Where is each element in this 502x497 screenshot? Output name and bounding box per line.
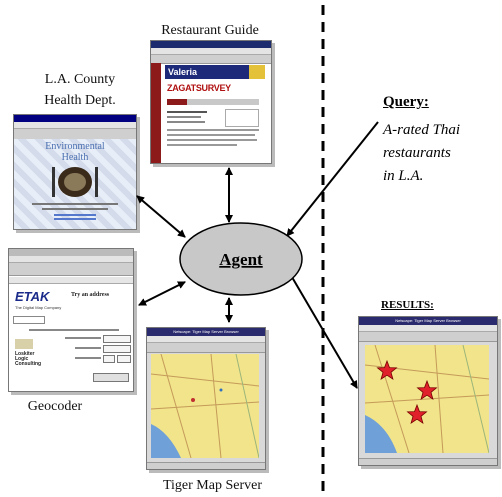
health-dept-label: L.A. County Health Dept.	[20, 71, 140, 110]
zagat-logo: ZAGATSURVEY	[167, 83, 231, 93]
etak-logo: ETAK	[15, 289, 50, 304]
result-star-3[interactable]	[406, 403, 428, 425]
health-heading-line2: Health	[61, 152, 89, 163]
tiger-map-view[interactable]	[151, 354, 259, 458]
result-star-2[interactable]	[416, 379, 438, 401]
arrow-agent-results	[288, 271, 358, 389]
query-title: Query:	[383, 94, 429, 110]
arrow-query-agent	[286, 121, 379, 237]
restaurant-guide-screenshot: Valeria ZAGATSURVEY	[150, 40, 272, 164]
etak-tagline: The Digital Map Company	[15, 305, 62, 310]
health-heading: Environmental Health	[14, 141, 136, 163]
tiger-map-server-label: Tiger Map Server	[162, 478, 263, 493]
back-button[interactable]	[13, 316, 45, 324]
health-heading-line1: Environmental	[45, 141, 105, 152]
results-screenshot: Netscape: Tiger Map Server Browser	[358, 316, 498, 466]
tiger-window-title: Netscape: Tiger Map Server Browser	[147, 328, 265, 336]
results-map-view[interactable]	[365, 345, 489, 453]
agent-label: Agent	[219, 250, 263, 269]
results-window-title: Netscape: Tiger Map Server Browser	[359, 317, 497, 325]
knife-icon	[95, 167, 98, 197]
state-field[interactable]	[103, 355, 115, 363]
restaurant-guide-label: Restaurant Guide	[161, 23, 259, 38]
tiger-map-screenshot: Netscape: Tiger Map Server Browser	[146, 327, 266, 470]
sidebar-strip	[151, 63, 161, 163]
agent-node	[179, 222, 303, 296]
try-address-heading: Try an address	[71, 292, 110, 298]
health-dept-screenshot: Environmental Health	[13, 114, 137, 230]
loskiter-logo	[15, 339, 33, 349]
brand-badge	[249, 65, 265, 79]
restaurant-brand-banner: Valeria	[165, 65, 250, 79]
city-field[interactable]	[103, 345, 131, 353]
query-line-3: in L.A.	[383, 168, 424, 184]
health-dept-label-line1: L.A. County	[44, 72, 116, 87]
results-label: RESULTS:	[381, 299, 434, 311]
zip-field[interactable]	[117, 355, 131, 363]
geocoder-label: Geocoder	[27, 399, 83, 414]
street-address-field[interactable]	[103, 335, 131, 343]
result-star-1[interactable]	[376, 359, 398, 381]
fork-icon	[52, 167, 55, 197]
submit-button[interactable]	[93, 373, 129, 382]
query-line-1: A-rated Thai	[383, 122, 461, 138]
arrow-health-agent	[136, 195, 186, 238]
geocoder-screenshot: ETAK The Digital Map Company Try an addr…	[8, 248, 134, 392]
query-line-2: restaurants	[383, 145, 451, 161]
health-dept-label-line2: Health Dept.	[44, 93, 116, 108]
arrow-geocoder-agent	[138, 281, 186, 306]
loskiter-text: Loskiter Logic Consulting	[15, 351, 42, 367]
